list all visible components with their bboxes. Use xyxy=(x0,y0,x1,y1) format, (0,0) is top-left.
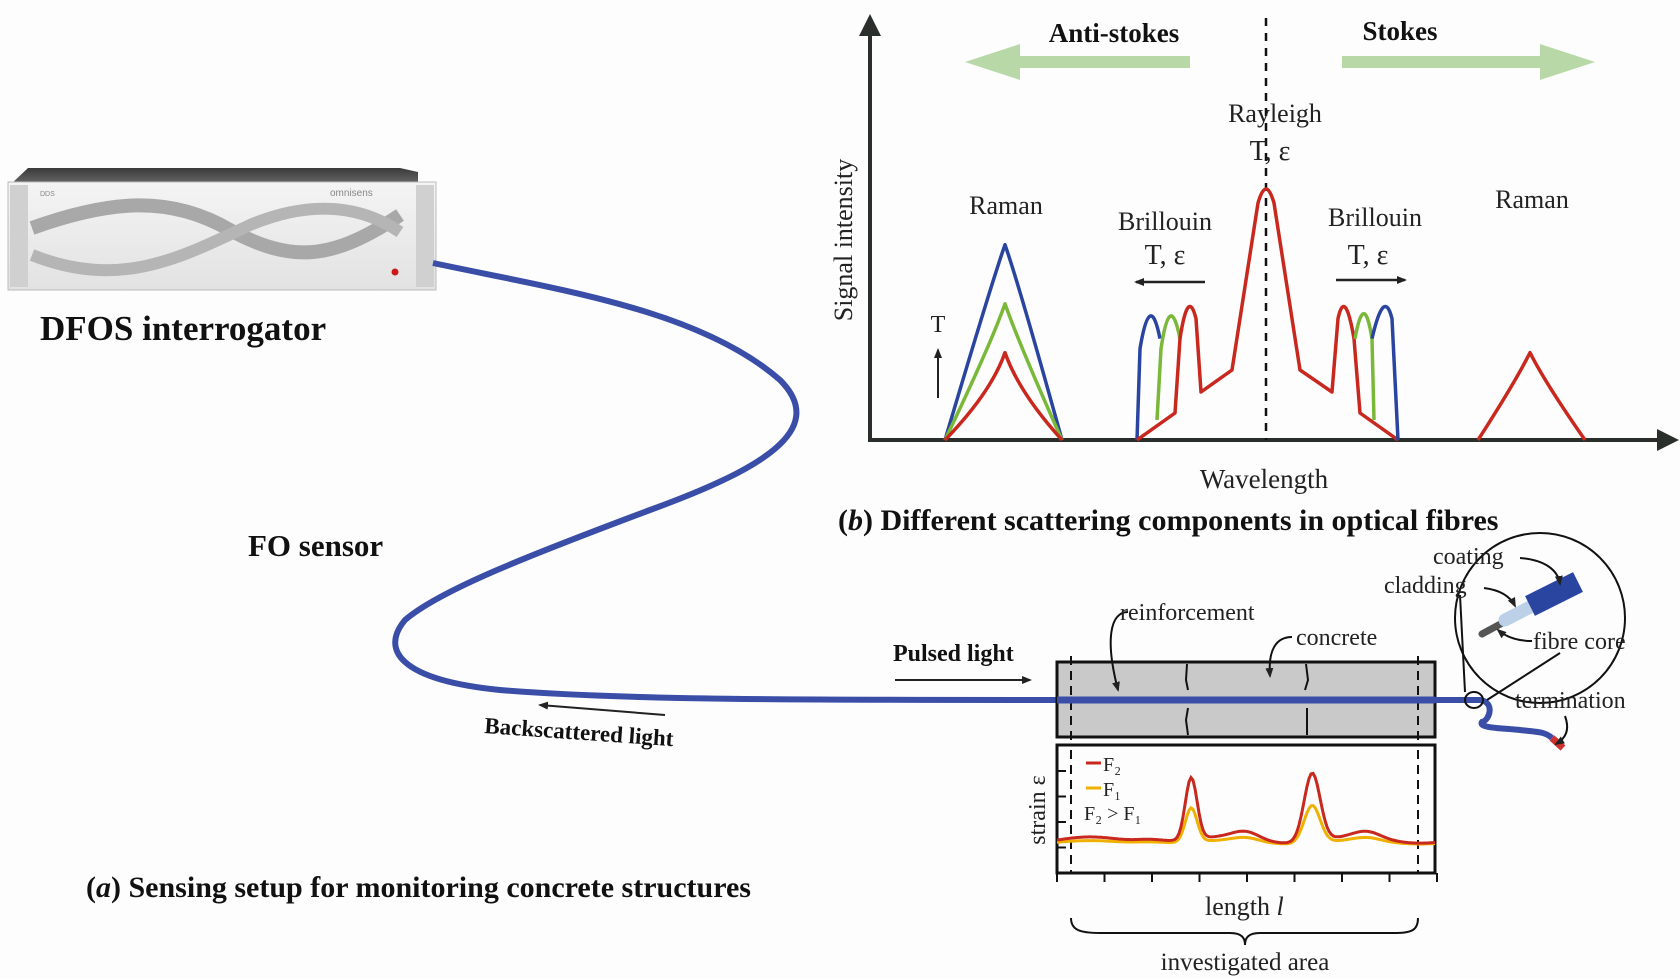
raman-anti-stokes-low-t xyxy=(943,350,1064,442)
caption-a-text: Sensing setup for monitoring concrete st… xyxy=(129,871,751,904)
brillouin-stokes-label: Brillouin xyxy=(1328,203,1422,232)
anti-stokes-label: Anti-stokes xyxy=(1049,18,1180,48)
raman-anti-stokes-label: Raman xyxy=(969,191,1043,220)
reinforcement-label: reinforcement xyxy=(1120,600,1255,626)
backscattered-light-arrow xyxy=(538,701,666,716)
rayleigh-brillouin-low-t xyxy=(1135,187,1400,442)
coating-shape xyxy=(1525,572,1583,616)
device-label: DFOS interrogator xyxy=(40,309,326,348)
legend-f2-label: F₂ xyxy=(1103,754,1121,776)
brillouin-anti-stokes-params: T, ε xyxy=(1145,240,1186,271)
investigated-area-label: investigated area xyxy=(1161,949,1330,976)
magnify-marker xyxy=(1464,691,1484,709)
termination-label: termination xyxy=(1515,688,1626,714)
strain-xlabel: length l xyxy=(1205,892,1284,921)
spectrum-curves xyxy=(943,187,1587,442)
device-left-ear xyxy=(10,185,28,287)
reinforcement-pointer xyxy=(1109,611,1129,692)
raman-anti-stokes-high-t xyxy=(943,242,1064,441)
device-top xyxy=(10,168,418,185)
fo-sensor-cable xyxy=(392,260,1460,703)
fibre-detail-callout xyxy=(1454,532,1626,704)
concrete-pointer xyxy=(1265,636,1293,678)
stokes-label: Stokes xyxy=(1362,16,1437,46)
crack-1-bottom xyxy=(1184,707,1189,736)
caption-b: (b) Different scattering components in o… xyxy=(838,504,1498,537)
brillouin-anti-stokes-high-t xyxy=(1135,314,1162,441)
device-power-led xyxy=(391,268,399,276)
crack-2-top xyxy=(1304,663,1310,691)
strain-plot: F₂ F₁ F₂ > F₁ xyxy=(1055,743,1438,882)
f2-strain-curve xyxy=(1056,771,1436,845)
anti-stokes-arrow xyxy=(965,44,1190,80)
brillouin-stokes-params: T, ε xyxy=(1348,240,1389,271)
rayleigh-params: T, ε xyxy=(1250,136,1291,167)
pulsed-light-label: Pulsed light xyxy=(893,641,1014,667)
detail-circle xyxy=(1454,532,1626,704)
stokes-arrow xyxy=(1342,44,1595,80)
rayleigh-label: Rayleigh xyxy=(1228,99,1322,128)
scattering-chart xyxy=(859,14,1679,451)
dfos-interrogator-device: DDS omnisens xyxy=(7,168,437,291)
f1-strain-curve xyxy=(1056,804,1436,846)
magnify-line-left xyxy=(1459,594,1466,693)
fo-sensor-label: FO sensor xyxy=(248,528,383,563)
cladding-pointer xyxy=(1483,587,1516,608)
brillouin-anti-stokes-label: Brillouin xyxy=(1118,207,1212,236)
fibre-tail xyxy=(1435,697,1554,741)
brillouin-anti-stokes-mid-t xyxy=(1155,314,1182,421)
device-right-ear xyxy=(416,185,434,287)
legend-f1-label: F₁ xyxy=(1103,779,1121,801)
x-axis-label: Wavelength xyxy=(1200,464,1329,494)
coating-label: coating xyxy=(1433,544,1504,570)
raman-anti-stokes-mid-t xyxy=(943,302,1064,441)
caption-a: (a) Sensing setup for monitoring concret… xyxy=(86,871,751,904)
device-brand-text: omnisens xyxy=(330,188,373,199)
temperature-label: T xyxy=(931,312,946,338)
device-model-text: DDS xyxy=(40,191,55,198)
strain-ylabel: strain ε xyxy=(1025,775,1051,844)
crack-1-top xyxy=(1184,663,1189,691)
concrete-label: concrete xyxy=(1296,625,1377,651)
raman-stokes-label: Raman xyxy=(1495,185,1569,214)
caption-a-letter: a xyxy=(96,871,111,904)
brillouin-stokes-high-t xyxy=(1370,304,1400,441)
caption-b-letter: b xyxy=(848,504,863,537)
cladding-label: cladding xyxy=(1384,573,1467,599)
device-wave-decoration-2 xyxy=(29,202,404,277)
backscattered-light-label: Backscattered light xyxy=(484,713,675,751)
legend-note: F₂ > F₁ xyxy=(1084,803,1141,825)
caption-b-text: Different scattering components in optic… xyxy=(881,504,1499,537)
fibre-core-pointer xyxy=(1496,628,1533,642)
y-axis-label: Signal intensity xyxy=(829,159,858,322)
raman-stokes-low-t xyxy=(1476,350,1587,442)
fibre-core-label: fibre core xyxy=(1533,629,1626,655)
termination-pointer xyxy=(1554,715,1569,746)
strain-ticks xyxy=(1056,770,1438,882)
coating-pointer xyxy=(1519,557,1563,586)
investigated-area-brace xyxy=(1070,917,1419,946)
